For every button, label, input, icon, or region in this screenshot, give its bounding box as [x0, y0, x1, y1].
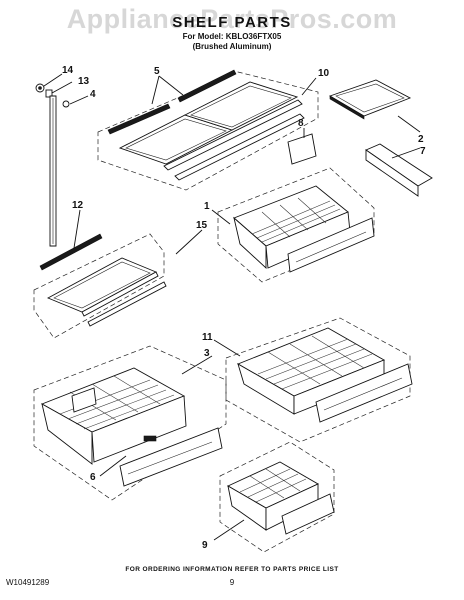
divider-panel [287, 133, 317, 165]
document-number: W10491289 [6, 578, 50, 587]
callout-3: 3 [204, 348, 210, 359]
callout-13: 13 [78, 76, 90, 87]
hardware-group: 14 13 4 [35, 65, 96, 247]
pan-part-1: 1 [204, 167, 375, 283]
upper-shelf-assembly: 5 10 [97, 66, 330, 191]
rear-strip-2 [87, 281, 167, 327]
callout-14: 14 [62, 65, 74, 76]
callout-1: 1 [204, 201, 210, 212]
callout-9: 9 [202, 540, 208, 551]
callout-7: 7 [420, 146, 426, 157]
pan-part-3: 3 6 [33, 345, 227, 501]
callout-2: 2 [418, 134, 424, 145]
rail-right [177, 69, 237, 103]
finish-line: (Brushed Aluminum) [192, 42, 272, 51]
small-parts-right: 2 7 8 [287, 79, 433, 197]
pan-front-1 [287, 217, 375, 273]
middle-shelf-assembly: 12 15 [33, 200, 208, 339]
small-shelf [328, 79, 412, 117]
callout-11: 11 [202, 332, 213, 343]
callout-6: 6 [90, 472, 96, 483]
watermark: AppliancePartsPros.com [66, 4, 398, 34]
callout-5: 5 [154, 66, 160, 77]
rear-strip [174, 113, 305, 181]
rail-left [107, 103, 171, 135]
pan-part-9: 9 [202, 441, 335, 553]
callout-8: 8 [298, 118, 304, 129]
screw-part-4 [62, 100, 70, 108]
callout-15: 15 [196, 220, 208, 231]
pan-front-3 [119, 427, 223, 487]
front-trim [163, 99, 303, 171]
model-line: For Model: KBLO36FTX05 [182, 32, 282, 41]
glass-panel-right [183, 81, 299, 131]
pan-front-9 [281, 493, 335, 535]
pan-divider-3 [71, 387, 97, 413]
strip-12 [39, 233, 103, 271]
model-info: For Model: KBLO36FTX05 (Brushed Aluminum… [0, 32, 464, 52]
pan-front-11 [315, 363, 413, 423]
callout-12: 12 [72, 200, 84, 211]
pan-part-11: 11 [202, 317, 413, 443]
callout-10: 10 [318, 68, 330, 79]
page-title: SHELF PARTS [172, 14, 292, 31]
page-number: 9 [229, 578, 235, 587]
callout-4: 4 [90, 89, 96, 100]
ordering-note: FOR ORDERING INFORMATION REFER TO PARTS … [125, 566, 339, 573]
